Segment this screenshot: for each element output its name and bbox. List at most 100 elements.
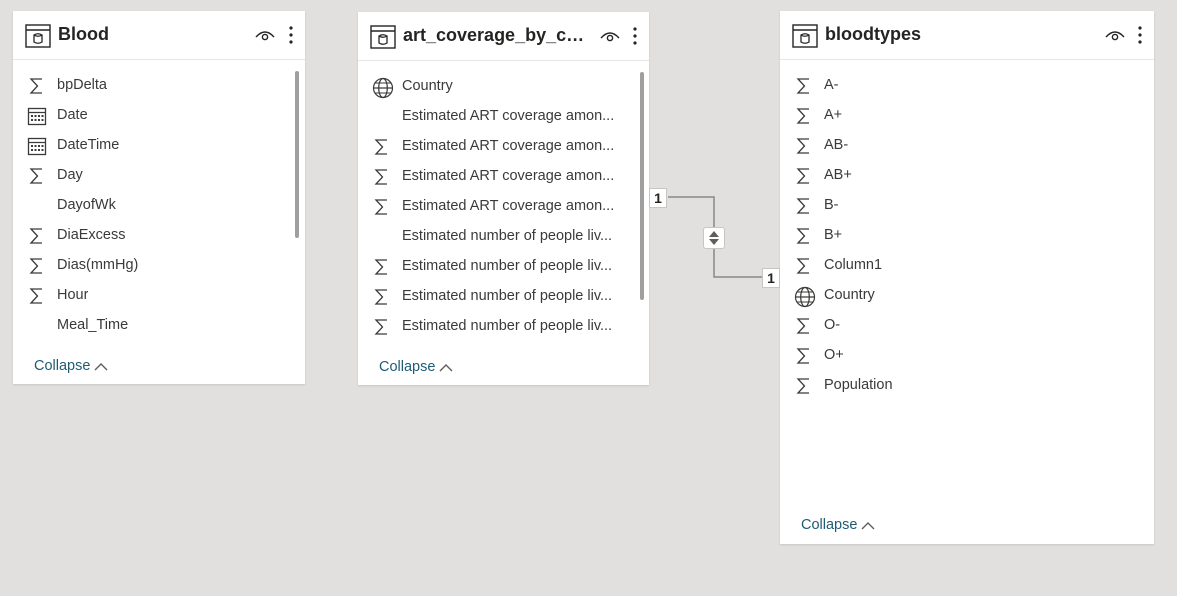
scrollbar[interactable] — [295, 71, 299, 238]
field-row[interactable]: Hour — [13, 281, 305, 311]
field-label: A+ — [824, 107, 843, 123]
field-row[interactable]: Estimated ART coverage amon... — [358, 162, 649, 192]
sigma-icon — [794, 106, 814, 126]
field-row[interactable]: Column1 — [780, 251, 1154, 281]
collapse-button[interactable]: Collapse — [379, 359, 453, 375]
collapse-button[interactable]: Collapse — [801, 517, 875, 533]
field-label: B- — [824, 197, 839, 213]
card-title: bloodtypes — [825, 24, 922, 44]
sigma-icon — [794, 316, 814, 336]
field-row[interactable]: Estimated ART coverage amon... — [358, 102, 649, 132]
field-row[interactable]: Estimated number of people liv... — [358, 252, 649, 282]
sigma-icon — [794, 346, 814, 366]
field-row[interactable]: Population — [780, 371, 1154, 401]
sigma-icon — [794, 256, 814, 276]
field-row[interactable]: Date — [13, 101, 305, 131]
more-options-icon[interactable] — [1137, 25, 1143, 45]
field-label: Estimated ART coverage amon... — [402, 198, 615, 214]
sigma-icon — [794, 136, 814, 156]
field-label: Estimated number of people liv... — [402, 228, 613, 244]
sigma-icon — [794, 376, 814, 396]
table-icon — [25, 24, 51, 48]
field-row[interactable]: DayofWk — [13, 191, 305, 221]
table-icon — [370, 25, 396, 49]
chevron-up-icon — [439, 363, 453, 372]
eye-icon[interactable] — [1105, 28, 1125, 42]
more-options-icon[interactable] — [288, 25, 294, 45]
card-title: art_coverage_by_cou... — [403, 25, 588, 45]
field-label: Population — [824, 377, 893, 393]
cardinality-label-from: 1 — [649, 188, 667, 208]
field-row[interactable]: Meal_Time — [13, 311, 305, 341]
field-row[interactable]: DateTime — [13, 131, 305, 161]
field-row[interactable]: B- — [780, 191, 1154, 221]
card-header: art_coverage_by_cou... — [358, 12, 649, 61]
field-row[interactable]: Day — [13, 161, 305, 191]
card-header: bloodtypes — [780, 11, 1154, 60]
field-row[interactable]: A+ — [780, 101, 1154, 131]
field-label: Estimated ART coverage amon... — [402, 138, 615, 154]
collapse-label: Collapse — [801, 517, 858, 533]
field-row[interactable]: Estimated ART coverage amon... — [358, 192, 649, 222]
field-label: Meal_Time — [57, 317, 129, 333]
field-label: Date — [57, 107, 88, 123]
field-label: Country — [402, 78, 453, 94]
sigma-icon — [372, 167, 392, 187]
collapse-button[interactable]: Collapse — [34, 358, 108, 374]
field-label: O- — [824, 317, 841, 333]
field-label: AB- — [824, 137, 849, 153]
field-label: Column1 — [824, 257, 883, 273]
scrollbar[interactable] — [640, 72, 644, 300]
cardinality-label-to: 1 — [762, 268, 780, 288]
field-label: AB+ — [824, 167, 852, 183]
sigma-icon — [372, 137, 392, 157]
field-row[interactable]: Estimated number of people liv... — [358, 312, 649, 342]
sigma-icon — [794, 226, 814, 246]
chevron-up-icon — [94, 362, 108, 371]
eye-icon[interactable] — [600, 29, 620, 43]
field-label: Estimated number of people liv... — [402, 288, 613, 304]
field-row[interactable]: AB+ — [780, 161, 1154, 191]
field-label: Hour — [57, 287, 89, 303]
field-label: O+ — [824, 347, 844, 363]
field-row[interactable]: Country — [780, 281, 1154, 311]
field-row[interactable]: Country — [358, 72, 649, 102]
eye-icon[interactable] — [255, 28, 275, 42]
field-label: Estimated number of people liv... — [402, 318, 613, 334]
collapse-label: Collapse — [34, 358, 91, 374]
card-title: Blood — [58, 24, 109, 44]
field-row[interactable]: A- — [780, 71, 1154, 101]
field-row[interactable]: Estimated number of people liv... — [358, 282, 649, 312]
field-label: A- — [824, 77, 839, 93]
field-row[interactable]: AB- — [780, 131, 1154, 161]
field-row[interactable]: O- — [780, 311, 1154, 341]
sigma-icon — [372, 257, 392, 277]
field-label: Estimated ART coverage amon... — [402, 108, 615, 124]
calendar-icon — [27, 106, 47, 126]
field-row[interactable]: bpDelta — [13, 71, 305, 101]
globe-icon — [372, 77, 394, 99]
sigma-icon — [27, 226, 47, 246]
field-label: bpDelta — [57, 77, 107, 93]
field-row[interactable]: B+ — [780, 221, 1154, 251]
sigma-icon — [27, 166, 47, 186]
field-row[interactable]: Estimated ART coverage amon... — [358, 132, 649, 162]
cross-filter-direction-icon[interactable] — [703, 227, 725, 249]
field-row[interactable]: DiaExcess — [13, 221, 305, 251]
sigma-icon — [794, 196, 814, 216]
sigma-icon — [372, 197, 392, 217]
field-label: DateTime — [57, 137, 120, 153]
more-options-icon[interactable] — [632, 26, 638, 46]
field-label: Country — [824, 287, 875, 303]
field-row[interactable]: Estimated number of people liv... — [358, 222, 649, 252]
field-row[interactable]: O+ — [780, 341, 1154, 371]
card-header: Blood — [13, 11, 305, 60]
field-row[interactable]: Dias(mmHg) — [13, 251, 305, 281]
chevron-up-icon — [861, 521, 875, 530]
